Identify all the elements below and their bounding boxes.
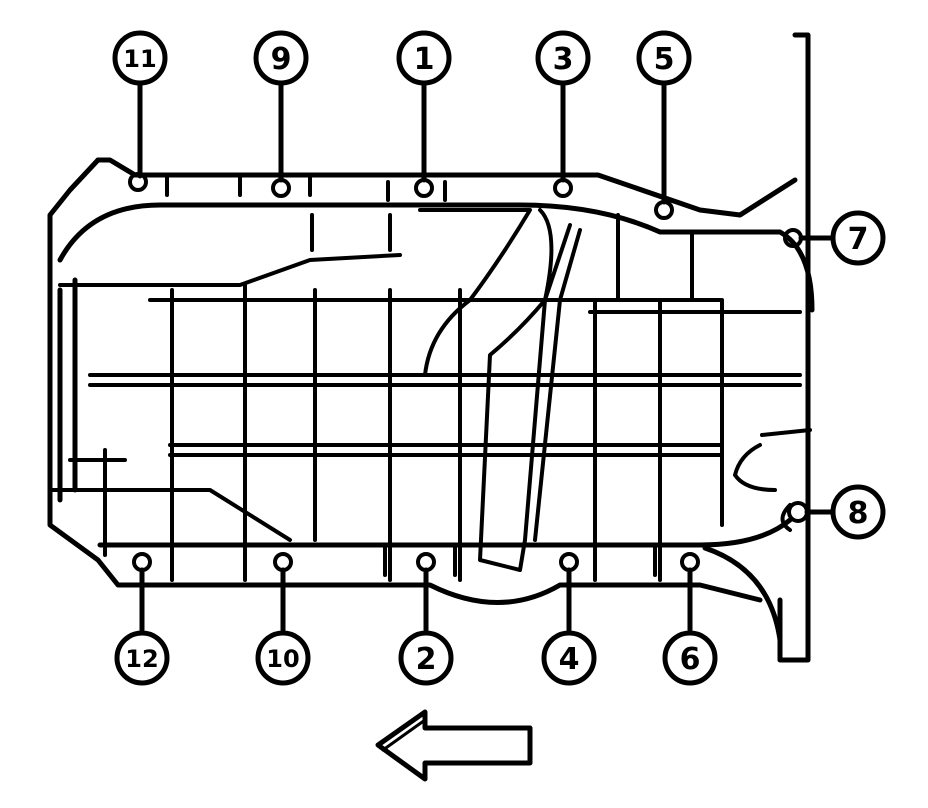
callout-2: 2 [398,630,454,686]
callout-4: 4 [541,630,597,686]
callout-11-label: 11 [123,45,156,73]
callout-1: 1 [396,30,452,86]
callout-11: 11 [112,30,168,86]
callout-7-label: 7 [848,222,869,257]
callout-10-label: 10 [266,645,299,673]
leader-lines [137,79,835,633]
callout-10: 10 [255,630,311,686]
callout-6: 6 [662,630,718,686]
front-direction-arrow [375,709,533,782]
callout-8: 8 [830,484,886,540]
callouts: 11 9 1 3 5 7 8 6 [112,30,886,686]
callout-3: 3 [535,30,591,86]
oil-pan-outline [47,32,815,663]
callout-5-label: 5 [654,42,675,77]
callout-12-label: 12 [125,645,158,673]
bolt-hole-8 [787,501,809,523]
callout-8-label: 8 [848,496,869,531]
callout-3-label: 3 [553,42,574,77]
arrow-shadow [381,718,427,752]
callout-9-label: 9 [271,42,292,77]
callout-1-label: 1 [414,42,435,77]
callout-6-label: 6 [680,642,701,677]
callout-2-label: 2 [416,642,437,677]
rib-grid [48,173,812,582]
callout-12: 12 [114,630,170,686]
callout-4-label: 4 [559,642,580,677]
callout-9: 9 [253,30,309,86]
callout-7: 7 [830,210,886,266]
callout-5: 5 [636,30,692,86]
